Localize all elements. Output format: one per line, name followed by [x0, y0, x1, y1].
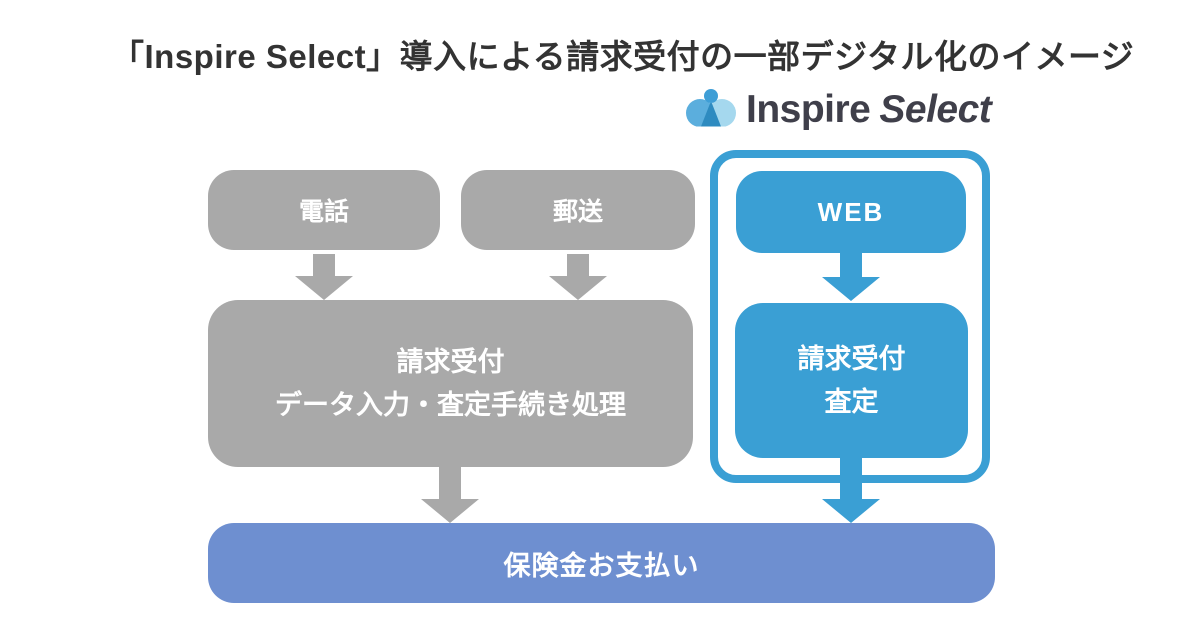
arrow-down-icon — [549, 254, 607, 300]
manual-intake-line1: 請求受付 — [396, 346, 505, 377]
flow-node-web: WEB — [736, 171, 966, 253]
flow-node-manual-intake: 請求受付 データ入力・査定手続き処理 — [208, 300, 693, 467]
flow-node-mail-label: 郵送 — [552, 198, 603, 226]
flow-node-phone: 電話 — [208, 170, 440, 250]
page-title: 「Inspire Select」導入による請求受付の一部デジタル化のイメージ — [111, 38, 1135, 75]
flow-node-web-label: WEB — [817, 196, 885, 227]
arrow-down-icon — [295, 254, 353, 300]
arrow-down-icon — [421, 467, 479, 523]
flow-node-payout-label: 保険金お支払い — [503, 550, 700, 581]
flow-node-phone-label: 電話 — [298, 198, 349, 226]
digital-intake-line2: 査定 — [824, 386, 879, 417]
cloud-people-icon — [686, 85, 736, 136]
digital-intake-line1: 請求受付 — [797, 343, 906, 374]
flow-node-payout: 保険金お支払い — [208, 523, 995, 603]
flow-node-mail: 郵送 — [461, 170, 695, 250]
logo-word-inspire: Inspire — [746, 88, 871, 131]
manual-intake-line2: データ入力・査定手続き処理 — [275, 389, 626, 420]
flow-node-digital-intake: 請求受付 査定 — [735, 303, 968, 458]
arrow-down-icon — [822, 458, 880, 523]
arrow-down-icon — [822, 253, 880, 301]
logo-word-select: Select — [879, 88, 992, 131]
